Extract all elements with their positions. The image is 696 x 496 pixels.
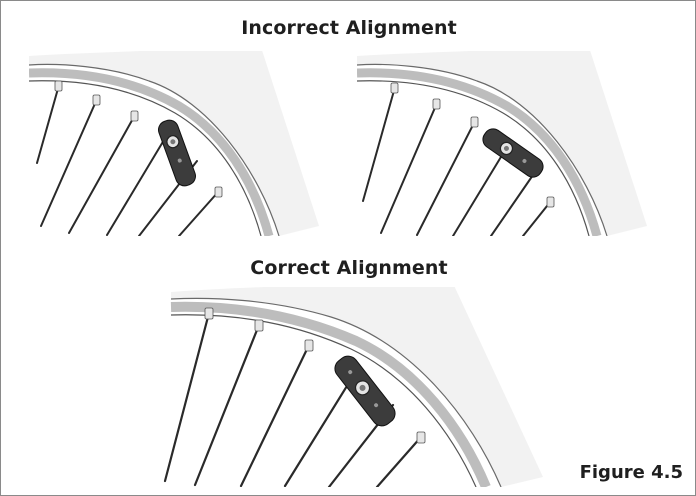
rim <box>170 301 491 487</box>
incorrect-alignment-heading: Incorrect Alignment <box>241 17 457 39</box>
correct-alignment-heading: Correct Alignment <box>250 257 448 279</box>
incorrect-alignment-illustration-left <box>29 51 319 236</box>
spokes <box>36 84 220 236</box>
spoke-nipples <box>390 82 555 208</box>
reflector-aligned <box>334 355 396 427</box>
reflector-misaligned <box>158 119 196 187</box>
rim <box>357 68 602 236</box>
tire <box>357 51 647 236</box>
tire <box>170 287 543 487</box>
rim <box>29 68 274 236</box>
tire <box>29 51 319 236</box>
incorrect-alignment-illustration-right <box>357 51 647 236</box>
spokes <box>362 86 552 236</box>
spoke-nipples <box>204 307 426 444</box>
spokes <box>163 311 423 487</box>
correct-alignment-illustration <box>163 287 543 487</box>
reflector-misaligned <box>482 128 544 178</box>
spoke-nipples <box>54 80 223 198</box>
figure-number-label: Figure 4.5 <box>579 462 683 483</box>
